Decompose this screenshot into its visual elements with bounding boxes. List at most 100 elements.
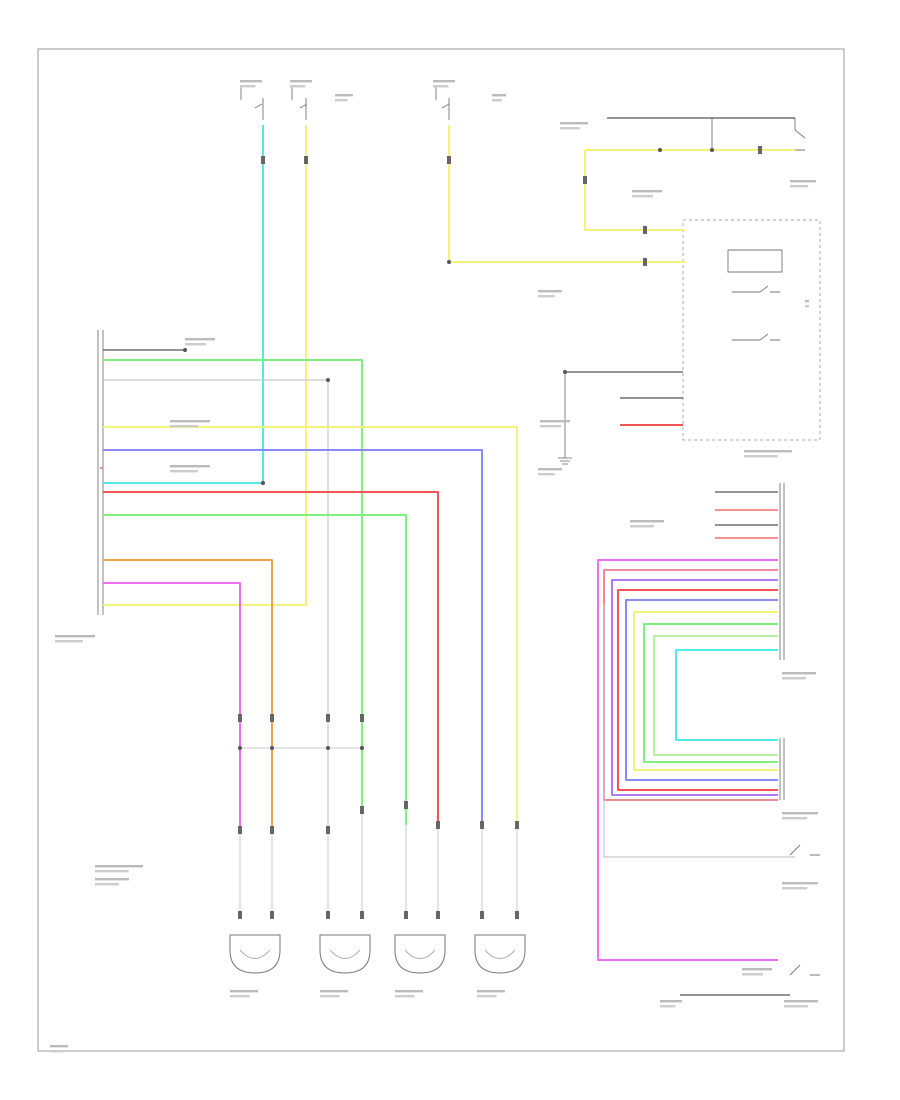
- connector-pin: [360, 911, 364, 919]
- wheel-sensor-body: [394, 934, 446, 974]
- wheel-sensors: [229, 934, 526, 974]
- illegible-label: [538, 468, 562, 471]
- splice-dot-icon: [326, 378, 330, 382]
- connector-pin: [643, 258, 647, 266]
- illegible-label: [805, 300, 809, 303]
- connector-pin: [360, 714, 364, 722]
- illegible-label: [782, 677, 806, 680]
- illegible-label: [782, 882, 818, 885]
- wire-right-lightgreen: [653, 635, 778, 756]
- wheel-sensor-body: [474, 934, 526, 974]
- illegible-label: [50, 1050, 63, 1053]
- illegible-label: [185, 338, 215, 341]
- illegible-label: [560, 122, 588, 125]
- splice-dot-icon: [658, 148, 662, 152]
- wire-right-red: [617, 589, 778, 791]
- illegible-label: [95, 870, 129, 873]
- connector-pin: [238, 826, 242, 834]
- wire-blue-1: [103, 449, 483, 825]
- connector-pin: [758, 146, 762, 154]
- illegible-label: [55, 640, 83, 643]
- wire-magenta-1: [103, 582, 241, 830]
- splice-dot-icon: [270, 746, 274, 750]
- wheel-sensor-icon: [319, 934, 371, 974]
- wire-harness: [100, 117, 795, 996]
- illegible-label: [395, 990, 423, 993]
- illegible-label: [335, 94, 353, 97]
- wire-right-yellow: [633, 611, 778, 771]
- illegible-label: [540, 420, 570, 423]
- splice-dot-icon: [447, 260, 451, 264]
- wire-green-1: [103, 359, 363, 810]
- illegible-label: [320, 995, 340, 998]
- illegible-label: [784, 1005, 808, 1008]
- illegible-label: [170, 425, 198, 428]
- component-labels: [50, 80, 818, 1053]
- illegible-label: [782, 887, 808, 890]
- illegible-label: [782, 817, 808, 820]
- illegible-label: [784, 1000, 818, 1003]
- wheel-sensor-coil: [484, 949, 516, 959]
- wire-right-green: [643, 623, 778, 763]
- connector-pin: [270, 911, 274, 919]
- illegible-label: [660, 1005, 676, 1008]
- data-link-connector: [779, 483, 785, 800]
- connector-pin: [515, 821, 519, 829]
- wire-right-magenta: [597, 559, 778, 961]
- connector-pin: [238, 714, 242, 722]
- illegible-label: [95, 883, 119, 886]
- illegible-label: [477, 995, 497, 998]
- connector-pin: [515, 911, 519, 919]
- wire-green-2: [103, 514, 407, 825]
- wheel-sensor-icon: [394, 934, 446, 974]
- illegible-label: [632, 190, 662, 193]
- illegible-label: [290, 85, 306, 88]
- illegible-label: [538, 473, 555, 476]
- wheel-sensor-coil: [329, 949, 361, 959]
- connector-pin: [261, 156, 265, 164]
- wheel-sensor-icon: [474, 934, 526, 974]
- connector-pin: [270, 826, 274, 834]
- splice-dot-icon: [710, 148, 714, 152]
- illegible-label: [538, 290, 562, 293]
- connector-pin: [583, 176, 587, 184]
- illegible-label: [170, 420, 210, 423]
- connector-pin: [270, 714, 274, 722]
- illegible-label: [240, 80, 262, 83]
- connector-pin: [404, 801, 408, 809]
- wheel-sensor-body: [229, 934, 281, 974]
- illegible-label: [433, 80, 455, 83]
- illegible-label: [805, 305, 809, 308]
- illegible-label: [230, 990, 258, 993]
- illegible-label: [230, 995, 250, 998]
- splice-dot-icon: [261, 481, 265, 485]
- wheel-sensor-icon: [229, 934, 281, 974]
- wire-right-blue: [625, 599, 778, 781]
- illegible-label: [170, 465, 210, 468]
- illegible-label: [538, 295, 555, 298]
- wire-cyan-feed: [103, 125, 264, 484]
- wire-yellow-2: [103, 426, 518, 825]
- switch-icon: [789, 844, 820, 976]
- illegible-label: [477, 990, 505, 993]
- wire-right-cyan: [675, 649, 778, 741]
- connector-pin: [480, 911, 484, 919]
- illegible-label: [95, 865, 143, 868]
- illegible-label: [560, 127, 580, 130]
- wire-red-1: [103, 491, 439, 825]
- wire-yellow-feed: [103, 125, 307, 606]
- connector-pin: [643, 226, 647, 234]
- illegible-label: [335, 99, 348, 102]
- wire-right-pink: [603, 569, 778, 801]
- instrument-cluster-box: [682, 219, 821, 441]
- splice-dot-icon: [326, 746, 330, 750]
- connector-pin: [404, 911, 408, 919]
- illegible-label: [50, 1045, 68, 1048]
- illegible-label: [55, 635, 95, 638]
- diagram-border: [37, 48, 845, 1052]
- illegible-label: [744, 450, 792, 453]
- connector-pin: [326, 911, 330, 919]
- illegible-label: [433, 85, 449, 88]
